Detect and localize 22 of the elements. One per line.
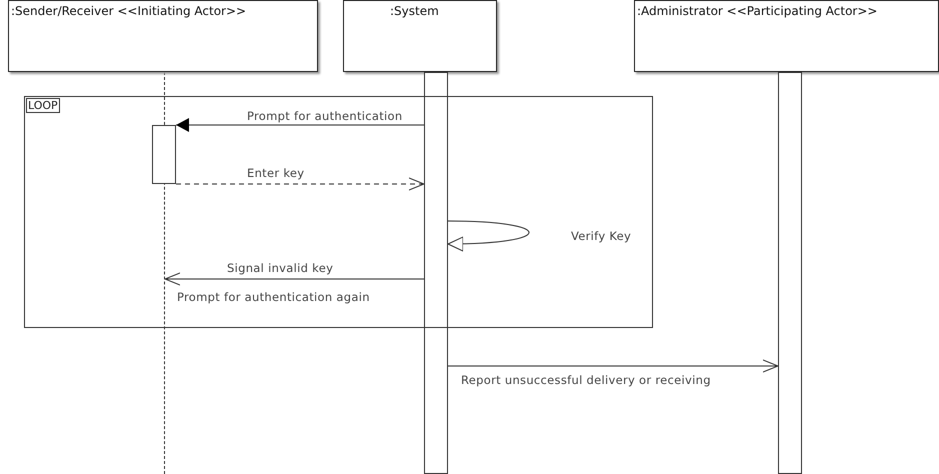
- message-arrow: [448, 220, 530, 252]
- message-note: Prompt for authentication again: [176, 290, 371, 304]
- activation-bar: [152, 125, 176, 184]
- loop-tag: LOOP: [26, 98, 60, 113]
- activation-bar: [778, 72, 802, 474]
- message-label: Prompt for authentication: [246, 109, 404, 123]
- activation-bar: [424, 72, 448, 474]
- message-arrow: [176, 178, 424, 190]
- actor-name: :System: [390, 4, 439, 18]
- actor-box: [343, 0, 497, 72]
- message-label: Verify Key: [570, 229, 632, 243]
- actor-box: [8, 0, 318, 72]
- message-arrow: [164, 272, 424, 286]
- message-arrow: [448, 360, 778, 372]
- actor-name: :Sender/Receiver <<Initiating Actor>>: [11, 4, 246, 18]
- message-label: Signal invalid key: [226, 261, 334, 275]
- message-label: Report unsuccessful delivery or receiving: [460, 373, 712, 387]
- loop-frame: [24, 96, 653, 328]
- message-label: Enter key: [246, 166, 306, 180]
- actor-name: :Administrator <<Participating Actor>>: [637, 4, 878, 18]
- message-arrow: [176, 118, 424, 132]
- actor-box: [634, 0, 939, 72]
